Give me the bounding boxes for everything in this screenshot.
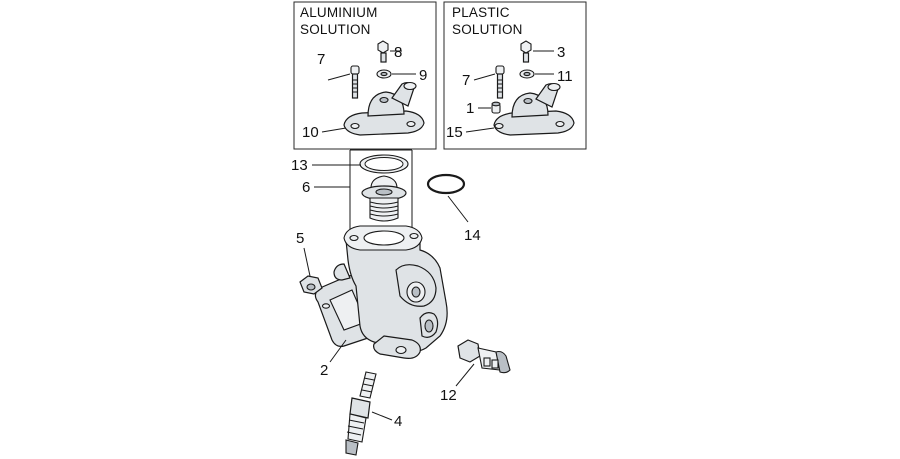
- callout-13: 13: [291, 157, 308, 174]
- thermostat-cover-aluminium: [343, 81, 425, 136]
- thermostat-cover-plastic: [493, 82, 575, 136]
- callout-1: 1: [466, 100, 474, 117]
- callout-6: 6: [302, 179, 310, 196]
- callout-2: 2: [320, 362, 328, 379]
- temperature-sensor-12: [457, 339, 511, 374]
- o-ring-14: [426, 173, 466, 195]
- sensor-probe-4: [345, 371, 377, 456]
- plastic-title-line1: PLASTIC: [452, 5, 510, 20]
- aluminium-solution-box: ALUMINIUM SOLUTION 7 8: [293, 1, 437, 150]
- aluminium-title-line1: ALUMINIUM: [300, 5, 378, 20]
- callout-7-aluminium: 7: [317, 51, 325, 68]
- insert-1: [491, 101, 501, 114]
- aluminium-box-frame: [293, 1, 437, 150]
- thermostat-housing-2: [314, 225, 448, 359]
- nut-5: [299, 275, 323, 295]
- washer-9: [376, 69, 392, 79]
- seal-ring-13: [359, 154, 409, 174]
- plastic-solution-box: PLASTIC SOLUTION: [443, 1, 587, 150]
- callout-14: 14: [464, 227, 481, 244]
- callout-7-plastic: 7: [462, 72, 470, 89]
- bolt-8: [377, 40, 389, 63]
- callout-4: 4: [394, 413, 402, 430]
- plastic-title-line2: SOLUTION: [452, 22, 523, 37]
- callout-9: 9: [419, 67, 427, 84]
- washer-11: [519, 69, 535, 79]
- assembly-guide-lines: [349, 149, 413, 231]
- callout-11: 11: [557, 68, 573, 85]
- callout-3: 3: [557, 44, 565, 61]
- callout-15: 15: [446, 124, 463, 141]
- callout-12: 12: [440, 387, 457, 404]
- screw-7-plastic: [495, 65, 505, 99]
- screw-7-aluminium: [350, 65, 360, 99]
- thermostat-6: [361, 175, 407, 222]
- plastic-box-frame: [443, 1, 587, 150]
- callout-10: 10: [302, 124, 319, 141]
- callout-8: 8: [394, 44, 402, 61]
- callout-5: 5: [296, 230, 304, 247]
- bolt-3: [520, 40, 532, 63]
- aluminium-title-line2: SOLUTION: [300, 22, 371, 37]
